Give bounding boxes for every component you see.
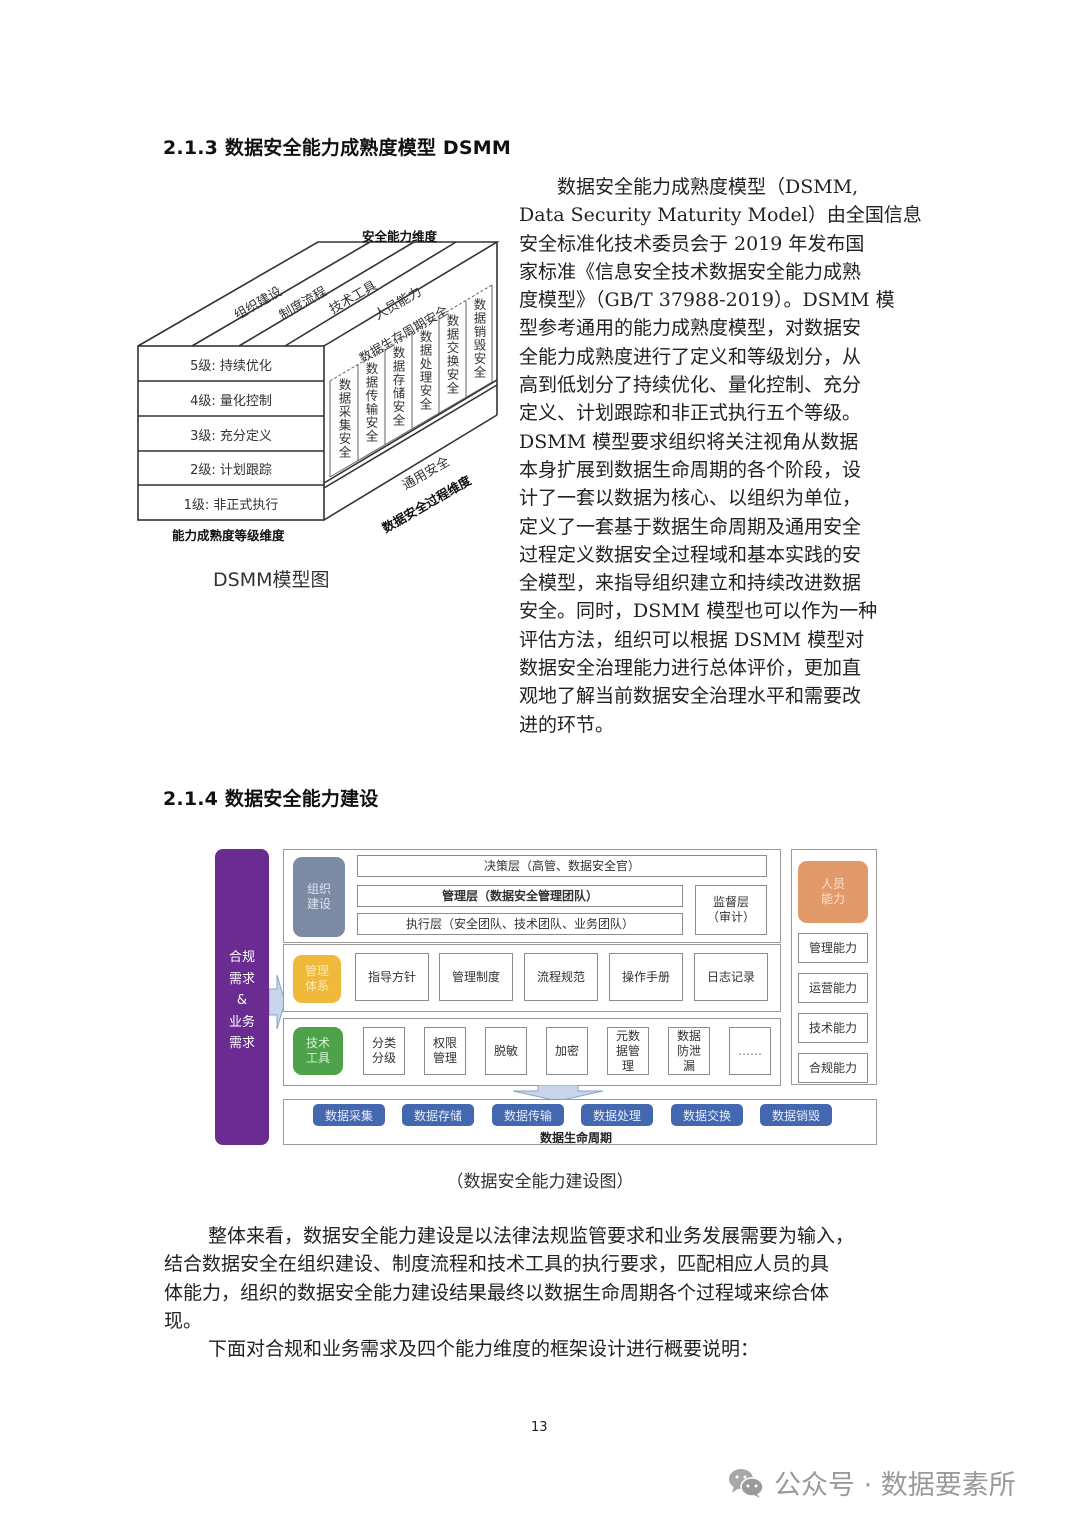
paragraph-line: 体能力，组织的数据安全能力建设结果最终以数据生命周期各个过程域来综合体 (164, 1281, 830, 1304)
tech-item-dlp: 数据防泄漏 (668, 1027, 710, 1075)
input-bar-text: 需求 (228, 971, 255, 987)
management-system-label: 管理体系 (293, 955, 341, 1003)
capability-summary-paragraph: 整体来看，数据安全能力建设是以法律法规监管要求和业务发展需要为输入， 结合数据安… (164, 1222, 924, 1363)
paragraph-line: 安全标准化技术委员会于 2019 年发布国 (519, 232, 865, 255)
capability-construction-figure: 合规 需求 & 业务 需求 组织建设 决策层（高管、数据安全官） 管理层（数据安… (213, 847, 881, 1147)
supervision-layer: 监督层 （审计） (695, 885, 767, 935)
tech-item-masking: 脱敏 (485, 1027, 527, 1075)
personnel-item-compliance: 合规能力 (798, 1053, 868, 1083)
input-bar-text: 需求 (228, 1036, 255, 1051)
arrow-down-icon (513, 1085, 603, 1101)
paragraph-line: 本身扩展到数据生命周期的各个阶段，设 (519, 458, 862, 481)
tech-item-more: …… (729, 1027, 771, 1075)
tech-item-encryption: 加密 (546, 1027, 588, 1075)
decision-layer: 决策层（高管、数据安全官） (357, 855, 767, 877)
lifecycle-item-transfer: 数据传输安全 (363, 362, 379, 443)
lifecycle-label: 数据生命周期 (540, 1131, 613, 1145)
personnel-capability-label: 人员能力 (798, 861, 868, 923)
mgmt-item-process: 流程规范 (524, 953, 598, 1001)
lifecycle-transfer: 数据传输 (492, 1104, 564, 1126)
lifecycle-destroy: 数据销毁 (760, 1104, 832, 1126)
input-bar-text: 业务 (228, 1014, 255, 1030)
paragraph-line: 安全。同时，DSMM 模型也可以作为一种 (519, 600, 878, 623)
arrow-right-icon (269, 975, 285, 1029)
paragraph-line: 度模型》（GB/T 37988-2019）。DSMM 模 (519, 289, 895, 312)
tech-tools-label: 技术工具 (293, 1027, 343, 1075)
lifecycle-store: 数据存储 (402, 1104, 474, 1126)
management-layer: 管理层（数据安全管理团队） (357, 885, 683, 907)
paragraph-line: 观地了解当前数据安全治理水平和需要改 (519, 685, 862, 708)
paragraph-line: 评估方法，组织可以根据 DSMM 模型对 (519, 628, 865, 651)
supervision-label: 监督层 (712, 895, 749, 909)
level-5: 5级: 持续优化 (190, 358, 272, 374)
input-bar-text: & (236, 993, 248, 1008)
tech-item-metadata: 元数据管理 (607, 1027, 649, 1075)
dsmm-model-figure: 安全能力维度 组织建设 制度流程 技术工具 人员能力 5级: 持续优化 4级: … (130, 215, 510, 550)
mgmt-item-policy: 管理制度 (439, 953, 513, 1001)
lifecycle-item-process: 数据处理安全 (417, 330, 433, 411)
compliance-business-input-bar: 合规 需求 & 业务 需求 (215, 849, 269, 1145)
paragraph-line: 数据安全能力成熟度模型（DSMM, (519, 176, 859, 198)
wechat-watermark: 公众号 · 数据要素所 (728, 1463, 1016, 1502)
paragraph-line: Data Security Maturity Model）由全国信息 (519, 204, 922, 227)
lifecycle-item-collect: 数据采集安全 (336, 378, 352, 459)
org-construction-label: 组织建设 (293, 857, 345, 937)
mgmt-item-log: 日志记录 (694, 953, 768, 1001)
lifecycle-process: 数据处理 (581, 1104, 653, 1126)
capability-figure-caption: （数据安全能力建设图） (446, 1172, 634, 1192)
level-2: 2级: 计划跟踪 (190, 462, 272, 478)
paragraph-line: 整体来看，数据安全能力建设是以法律法规监管要求和业务发展需要为输入， (208, 1225, 855, 1247)
level-4: 4级: 量化控制 (190, 393, 272, 409)
section-heading-2-1-4: 2.1.4 数据安全能力建设 (163, 788, 379, 810)
paragraph-line: 现。 (164, 1309, 203, 1332)
paragraph-line: 结合数据安全在组织建设、制度流程和技术工具的执行要求，匹配相应人员的具 (164, 1253, 830, 1276)
paragraph-line: 高到低划分了持续优化、量化控制、充分 (519, 374, 862, 397)
level-1: 1级: 非正式执行 (183, 497, 279, 513)
tech-item-classification: 分类分级 (363, 1027, 405, 1075)
security-capability-dimension-label: 安全能力维度 (362, 229, 438, 244)
lifecycle-item-destroy: 数据销毁安全 (471, 298, 487, 379)
personnel-item-operations: 运营能力 (798, 973, 868, 1003)
lifecycle-collect: 数据采集 (313, 1104, 385, 1126)
paragraph-line: 家标准《信息安全技术数据安全能力成熟 (519, 260, 862, 283)
lifecycle-exchange: 数据交换 (671, 1104, 743, 1126)
supervision-sub: （审计） (706, 910, 755, 924)
paragraph-line: 全能力成熟度进行了定义和等级划分，从 (519, 345, 862, 368)
dsmm-figure-caption: DSMM模型图 (213, 569, 330, 591)
execution-layer: 执行层（安全团队、技术团队、业务团队） (357, 913, 683, 935)
lifecycle-item-exchange: 数据交换安全 (444, 314, 460, 395)
section-heading-2-1-3: 2.1.3 数据安全能力成熟度模型 DSMM (163, 137, 511, 159)
paragraph-line: 型参考通用的能力成熟度模型，对数据安 (519, 317, 862, 340)
input-bar-text: 合规 (228, 950, 255, 965)
paragraph-line: 全模型，来指导组织建立和持续改进数据 (519, 572, 862, 595)
maturity-level-dimension-label: 能力成熟度等级维度 (172, 528, 285, 543)
page-number: 13 (531, 1420, 548, 1435)
watermark-text: 公众号 · 数据要素所 (774, 1470, 1016, 1501)
mgmt-item-manual: 操作手册 (609, 953, 683, 1001)
paragraph-line: 定义、计划跟踪和非正式执行五个等级。 (519, 402, 862, 425)
dsmm-description-paragraph: 数据安全能力成熟度模型（DSMM, Data Security Maturity… (519, 173, 922, 739)
paragraph-line: 下面对合规和业务需求及四个能力维度的框架设计进行概要说明： (208, 1338, 760, 1361)
cube-outline (137, 241, 500, 521)
paragraph-line: 过程定义数据安全过程域和基本实践的安 (519, 543, 862, 566)
level-3: 3级: 充分定义 (190, 428, 272, 444)
paragraph-line: DSMM 模型要求组织将关注视角从数据 (519, 430, 859, 453)
personnel-item-technical: 技术能力 (798, 1013, 868, 1043)
paragraph-line: 定义了一套基于数据生命周期及通用安全 (519, 515, 862, 538)
paragraph-line: 进的环节。 (519, 713, 615, 736)
personnel-item-management: 管理能力 (798, 933, 868, 963)
paragraph-line: 数据安全治理能力进行总体评价，更加直 (519, 657, 862, 680)
lifecycle-item-store: 数据存储安全 (390, 346, 406, 427)
mgmt-item-guideline: 指导方针 (355, 953, 429, 1001)
tech-item-access: 权限管理 (424, 1027, 466, 1075)
wechat-icon (729, 1468, 764, 1498)
paragraph-line: 计了一套以数据为核心、以组织为单位， (519, 487, 862, 510)
